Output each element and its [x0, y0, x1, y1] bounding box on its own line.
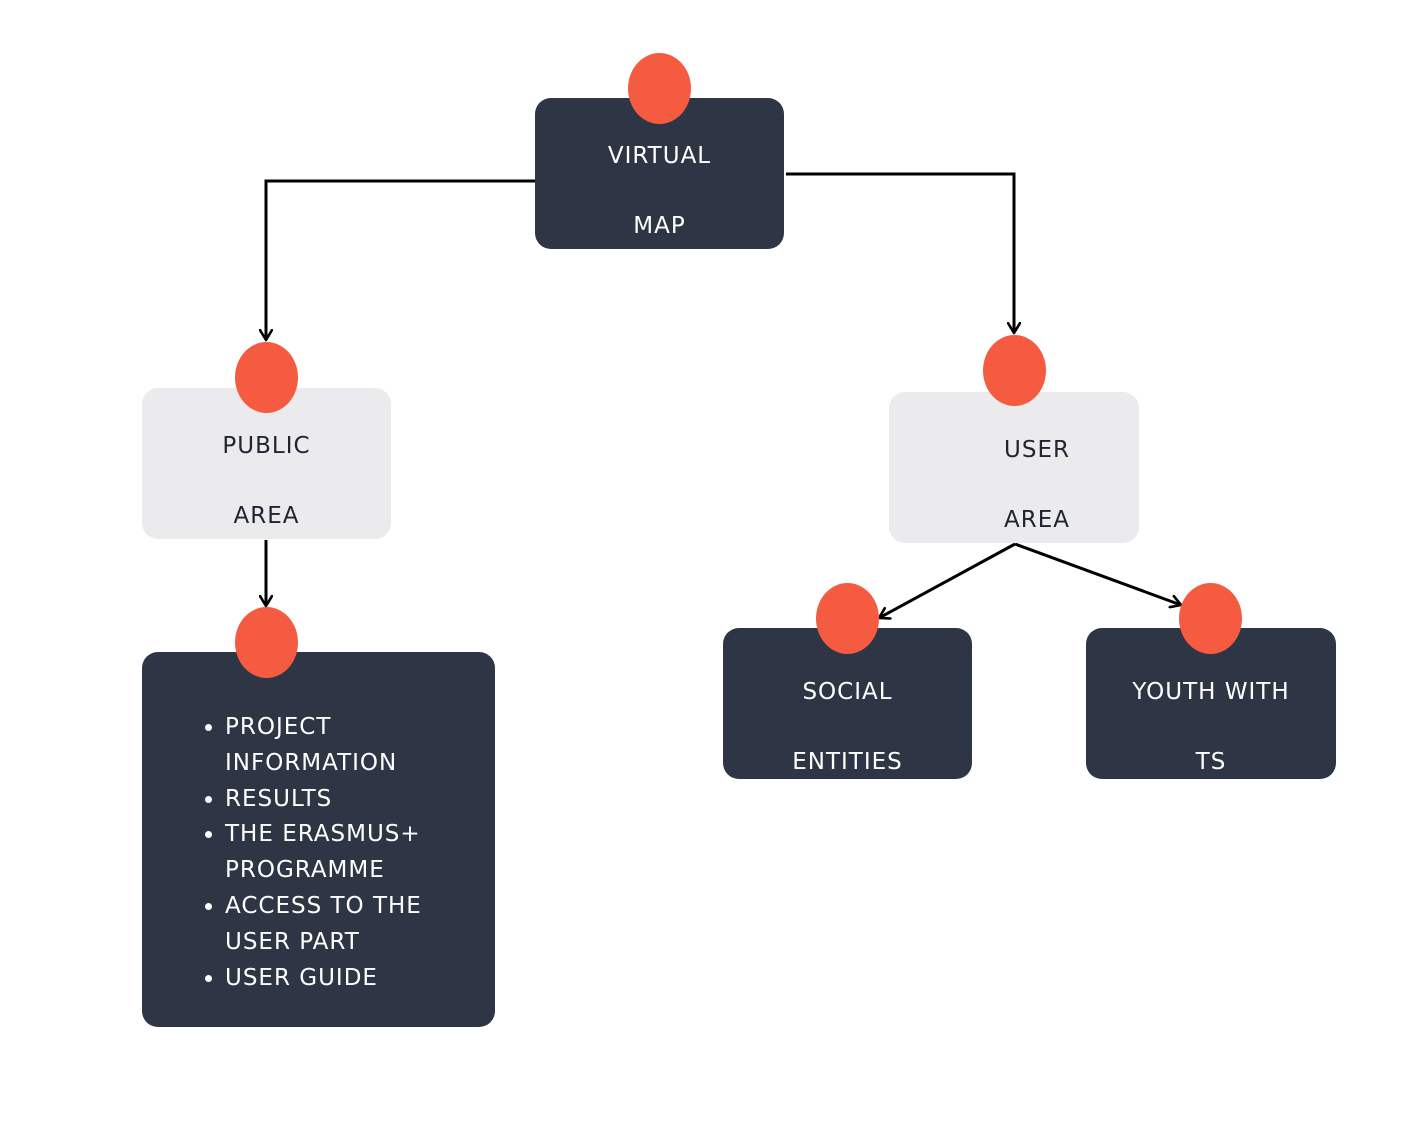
virtual-map-label-line2: MAP	[633, 212, 686, 239]
public-area-contents-dot	[235, 607, 298, 678]
youth-with-ts-label-line2: TS	[1195, 748, 1227, 775]
user-area-node: USER AREA	[889, 392, 1139, 543]
virtual-map-label: VIRTUAL MAP	[608, 104, 711, 244]
user-area-label-line1: USER	[1004, 436, 1070, 463]
public-area-contents-node: PROJECT INFORMATION RESULTS THE ERASMUS+…	[142, 652, 495, 1027]
connector-user-area-to-youth-with-ts	[1014, 542, 1181, 605]
connector-virtual-map-to-public-area	[266, 179, 542, 340]
public-area-label: PUBLIC AREA	[222, 394, 310, 534]
user-area-label-line2: AREA	[1004, 506, 1070, 533]
user-area-dot	[983, 335, 1046, 406]
list-item-results: RESULTS	[225, 782, 475, 818]
public-area-label-line2: AREA	[233, 502, 300, 529]
public-area-contents-list: PROJECT INFORMATION RESULTS THE ERASMUS+…	[142, 710, 475, 996]
virtual-map-label-line1: VIRTUAL	[607, 142, 712, 169]
social-entities-label-line1: SOCIAL	[802, 678, 893, 705]
youth-with-ts-label-line1: YOUTH WITH	[1132, 678, 1290, 705]
youth-with-ts-label: YOUTH WITH TS	[1132, 640, 1289, 780]
list-item-erasmus-programme: THE ERASMUS+ PROGRAMME	[225, 817, 475, 889]
list-item-user-guide: USER GUIDE	[225, 961, 475, 997]
user-area-label: USER AREA	[1004, 398, 1070, 538]
virtual-map-dot	[628, 53, 691, 124]
social-entities-label: SOCIAL ENTITIES	[792, 640, 903, 780]
connector-user-area-to-social-entities	[879, 542, 1016, 618]
social-entities-label-line2: ENTITIES	[792, 748, 903, 775]
youth-with-ts-dot	[1179, 583, 1242, 654]
list-item-access-user-part: ACCESS TO THE USER PART	[225, 889, 475, 961]
public-area-label-line1: PUBLIC	[222, 432, 311, 459]
social-entities-dot	[816, 583, 879, 654]
public-area-dot	[235, 342, 298, 413]
public-area-node: PUBLIC AREA	[142, 388, 391, 539]
list-item-project-information: PROJECT INFORMATION	[225, 710, 475, 782]
connector-virtual-map-to-user-area	[786, 172, 1014, 333]
